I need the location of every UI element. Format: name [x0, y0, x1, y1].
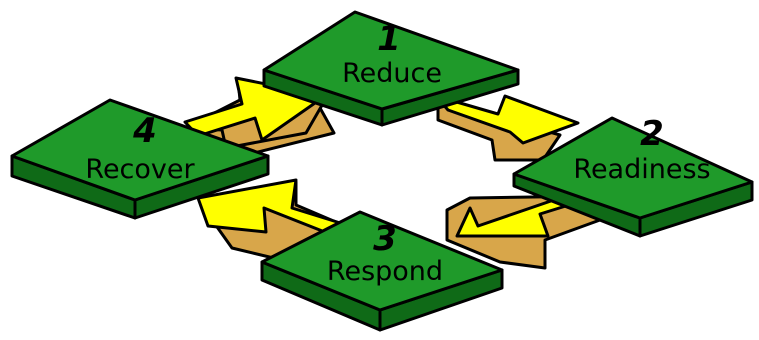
- stage-readiness-label: Readiness: [573, 154, 710, 185]
- stage-reduce-number: 1: [377, 19, 401, 59]
- arrow-respond-to-recover: [196, 178, 352, 262]
- stage-recover-label: Recover: [85, 154, 195, 185]
- stage-respond: 3 Respond: [260, 210, 504, 332]
- arrow-reduce-to-readiness: [434, 94, 580, 162]
- stage-readiness: 2 Readiness: [512, 114, 754, 238]
- stage-recover: 4 Recover: [10, 98, 270, 220]
- stage-recover-number: 4: [132, 111, 157, 151]
- stage-readiness-number: 2: [640, 114, 664, 154]
- stage-reduce-label: Reduce: [342, 58, 442, 89]
- stage-respond-label: Respond: [327, 256, 443, 287]
- stage-reduce: 1 Reduce: [262, 10, 520, 127]
- stage-respond-number: 3: [373, 219, 397, 259]
